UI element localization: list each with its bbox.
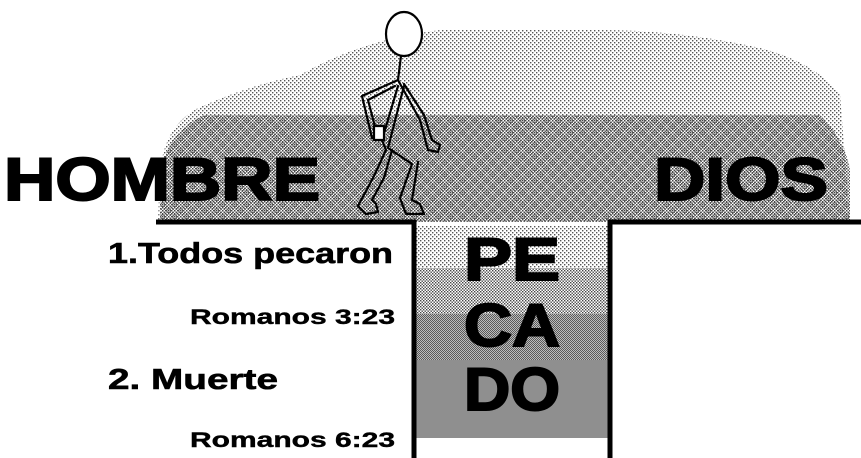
right-cliff-edge <box>607 219 861 458</box>
shaded-mound-band <box>160 115 850 222</box>
pit-syllable-ca: CA <box>464 292 560 359</box>
point-2-text: 2. Muerte <box>108 364 278 396</box>
pit-syllable-do: DO <box>464 356 560 423</box>
dios-label: DIOS <box>654 146 828 213</box>
point-2-reference: Romanos 6:23 <box>190 429 395 452</box>
hombre-label: HOMBRE <box>4 146 320 213</box>
point-1-text: 1.Todos pecaron <box>108 238 393 270</box>
pit-syllable-pe: PE <box>464 226 560 293</box>
point-1-reference: Romanos 3:23 <box>190 306 395 329</box>
pit-band-2 <box>414 268 610 314</box>
walking-stick-figure-icon <box>356 10 442 216</box>
pit-band-1 <box>414 226 610 268</box>
pit-band-4 <box>414 360 610 438</box>
left-cliff-edge <box>156 219 417 458</box>
pit-band-3 <box>414 314 610 360</box>
